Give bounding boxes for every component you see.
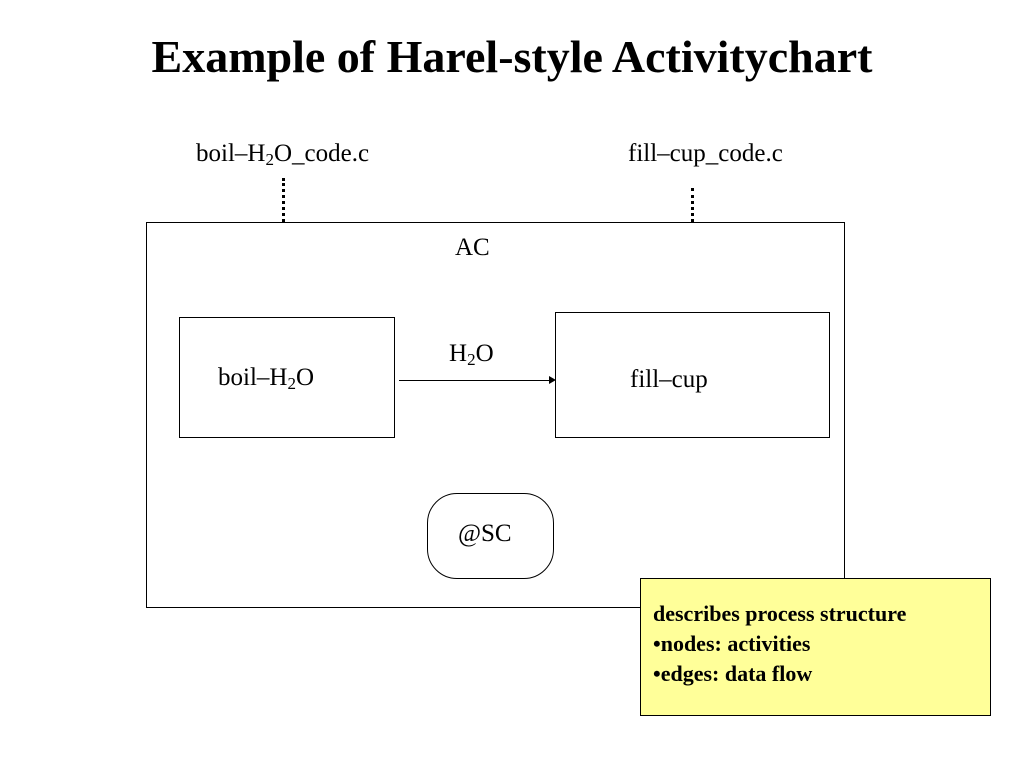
page-title: Example of Harel-style Activitychart [151,31,873,82]
file-label-boil: boil–H2O_code.c [196,140,369,168]
statechart-reference-label: @SC [458,520,512,547]
file-label-boil-post: O_code.c [273,140,370,167]
note-line-1: describes process structure [653,601,907,626]
file-label-fill: fill–cup_code.c [628,140,783,167]
file-label-boil-pre: boil–H [196,140,266,167]
activity-boil-pre: boil–H [218,364,288,391]
container-label: AC [455,234,490,261]
note-line-2: •nodes: activities [653,631,811,656]
activity-boil-sub: 2 [287,374,296,393]
file-label-boil-sub: 2 [265,150,274,169]
activity-fill [555,312,830,438]
statechart-reference [427,493,554,579]
activity-boil-post: O [295,364,315,391]
data-flow-label-pre: H [449,340,468,367]
data-flow-arrowhead [549,376,556,384]
activity-boil-label: boil–H2O [218,364,314,392]
data-flow-label: H2O [449,340,494,368]
note-box: describes process structure •nodes: acti… [640,578,991,716]
note-line-3: •edges: data flow [653,661,813,686]
data-flow-edge [399,380,554,381]
activity-fill-label: fill–cup [630,366,708,393]
data-flow-label-post: O [475,340,494,367]
activity-boil [179,317,395,438]
data-flow-label-sub: 2 [467,350,476,369]
